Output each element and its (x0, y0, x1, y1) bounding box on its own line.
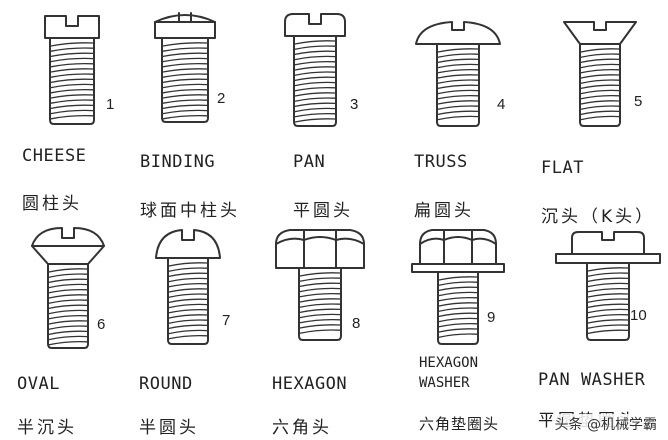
screw-number-4: 4 (497, 96, 506, 113)
watermark: 头条 @机械学霸 (551, 414, 660, 434)
screw-round-drawing (155, 229, 221, 345)
screw-name-en-1: CHEESE (22, 146, 87, 166)
screw-name-zh-5: 沉头（K头） (541, 207, 656, 227)
screw-binding-drawing (154, 12, 216, 123)
screw-flat-drawing (563, 21, 637, 127)
screw-name-en-6: OVAL (17, 374, 60, 394)
screw-name-en-7: ROUND (139, 374, 193, 394)
screw-number-6: 6 (97, 316, 106, 333)
screw-name-zh-3: 平圆头 (293, 201, 353, 221)
screw-name-zh-6: 半沉头 (17, 418, 77, 438)
screw-pan-washer-drawing (555, 231, 661, 341)
screw-name-en-9-line2: WASHER (419, 375, 470, 391)
screw-number-7: 7 (222, 312, 231, 329)
screw-name-en-2: BINDING (140, 152, 216, 172)
screw-pan-drawing (284, 13, 346, 127)
screw-name-en-8: HEXAGON (272, 374, 348, 394)
screw-name-en-3: PAN (293, 152, 326, 172)
screw-number-8: 8 (352, 315, 361, 332)
screw-name-en-5: FLAT (541, 158, 584, 178)
screw-number-1: 1 (106, 96, 115, 113)
screw-name-en-9-line1: HEXAGON (419, 355, 479, 371)
screw-number-3: 3 (350, 96, 359, 113)
screw-truss-drawing (415, 21, 501, 127)
screw-number-10: 10 (630, 307, 647, 324)
screw-number-5: 5 (634, 93, 643, 110)
screw-oval-drawing (31, 227, 105, 349)
screw-name-zh-9: 六角垫圈头 (419, 415, 500, 433)
screw-name-zh-7: 半圆头 (139, 418, 199, 438)
screw-number-9: 9 (487, 309, 496, 326)
screw-name-zh-8: 六角头 (272, 418, 332, 438)
screw-hexagon-drawing (275, 229, 365, 341)
screw-name-en-4: TRUSS (414, 152, 468, 172)
screw-hexagon-washer-drawing (411, 229, 505, 345)
screw-number-2: 2 (217, 90, 226, 107)
screw-cheese-drawing (44, 15, 100, 125)
screw-name-zh-2: 球面中柱头 (140, 201, 240, 221)
screw-name-zh-4: 扁圆头 (414, 201, 474, 221)
screw-name-en-10: PAN WASHER (538, 370, 646, 390)
screw-name-zh-1: 圆柱头 (22, 194, 82, 214)
